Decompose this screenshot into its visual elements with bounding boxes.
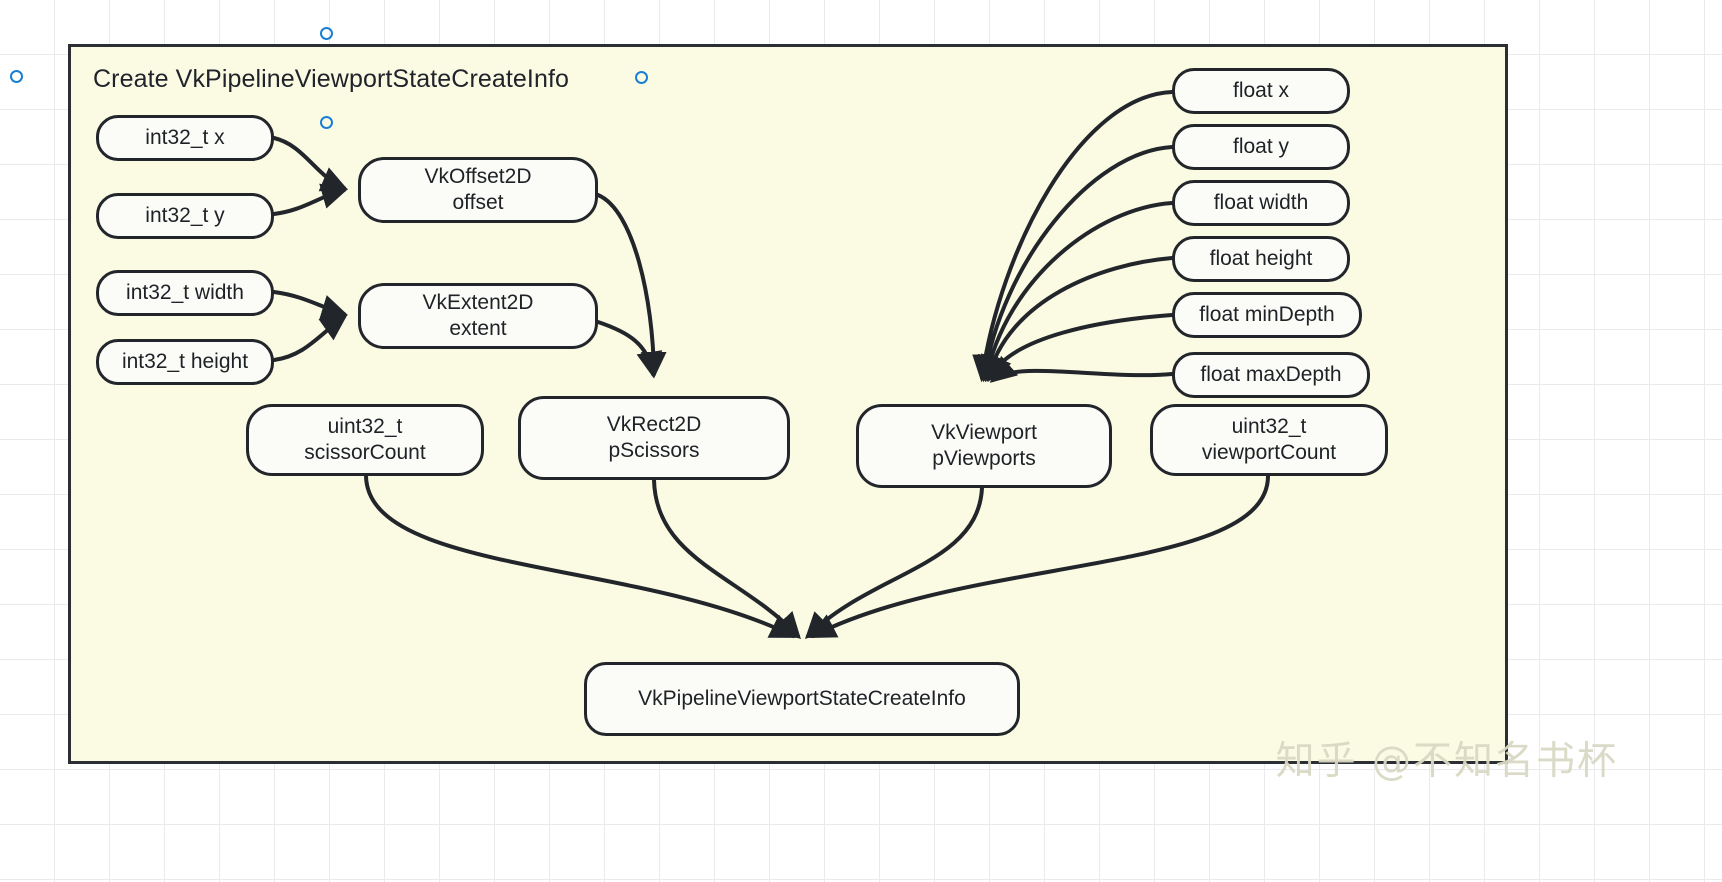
node-float-mindepth[interactable]: float minDepth — [1172, 292, 1362, 338]
node-label: float x — [1232, 78, 1290, 102]
handle-left[interactable] — [10, 70, 23, 83]
node-int32-x[interactable]: int32_t x — [96, 115, 274, 161]
node-label: VkOffset2D offset — [424, 164, 532, 214]
node-label: uint32_t viewportCount — [1201, 414, 1337, 464]
node-vkoffset2d[interactable]: VkOffset2D offset — [358, 157, 598, 223]
node-int32-width[interactable]: int32_t width — [96, 270, 274, 316]
node-label: VkViewport pViewports — [931, 420, 1037, 470]
node-float-width[interactable]: float width — [1172, 180, 1350, 226]
container-title: Create VkPipelineViewportStateCreateInfo — [93, 65, 570, 93]
watermark: 知乎 @不知名书杯 — [1275, 739, 1618, 784]
node-label: int32_t x — [145, 125, 225, 149]
handle-inner-left[interactable] — [320, 116, 333, 129]
node-label: float y — [1232, 134, 1290, 158]
node-label: VkExtent2D extent — [422, 290, 534, 340]
node-float-height[interactable]: float height — [1172, 236, 1350, 282]
node-int32-y[interactable]: int32_t y — [96, 193, 274, 239]
node-viewport-count[interactable]: uint32_t viewportCount — [1150, 404, 1388, 476]
node-result[interactable]: VkPipelineViewportStateCreateInfo — [584, 662, 1020, 736]
node-label: VkRect2D pScissors — [606, 412, 702, 462]
node-label: float width — [1213, 190, 1309, 214]
node-label: VkPipelineViewportStateCreateInfo — [638, 686, 966, 710]
node-label: float height — [1209, 246, 1313, 270]
node-float-x[interactable]: float x — [1172, 68, 1350, 114]
node-int32-height[interactable]: int32_t height — [96, 339, 274, 385]
node-vkextent2d[interactable]: VkExtent2D extent — [358, 283, 598, 349]
handle-inner-top[interactable] — [635, 71, 648, 84]
node-scissor-count[interactable]: uint32_t scissorCount — [246, 404, 484, 476]
node-label: int32_t y — [145, 203, 225, 227]
node-vkrect2d[interactable]: VkRect2D pScissors — [518, 396, 790, 480]
node-label: float maxDepth — [1200, 362, 1342, 386]
node-label: float minDepth — [1199, 302, 1335, 326]
node-label: int32_t width — [126, 280, 244, 304]
node-float-maxdepth[interactable]: float maxDepth — [1172, 352, 1370, 398]
node-label: uint32_t scissorCount — [304, 414, 426, 464]
handle-top[interactable] — [320, 27, 333, 40]
node-float-y[interactable]: float y — [1172, 124, 1350, 170]
node-label: int32_t height — [121, 349, 249, 373]
node-vkviewport[interactable]: VkViewport pViewports — [856, 404, 1112, 488]
